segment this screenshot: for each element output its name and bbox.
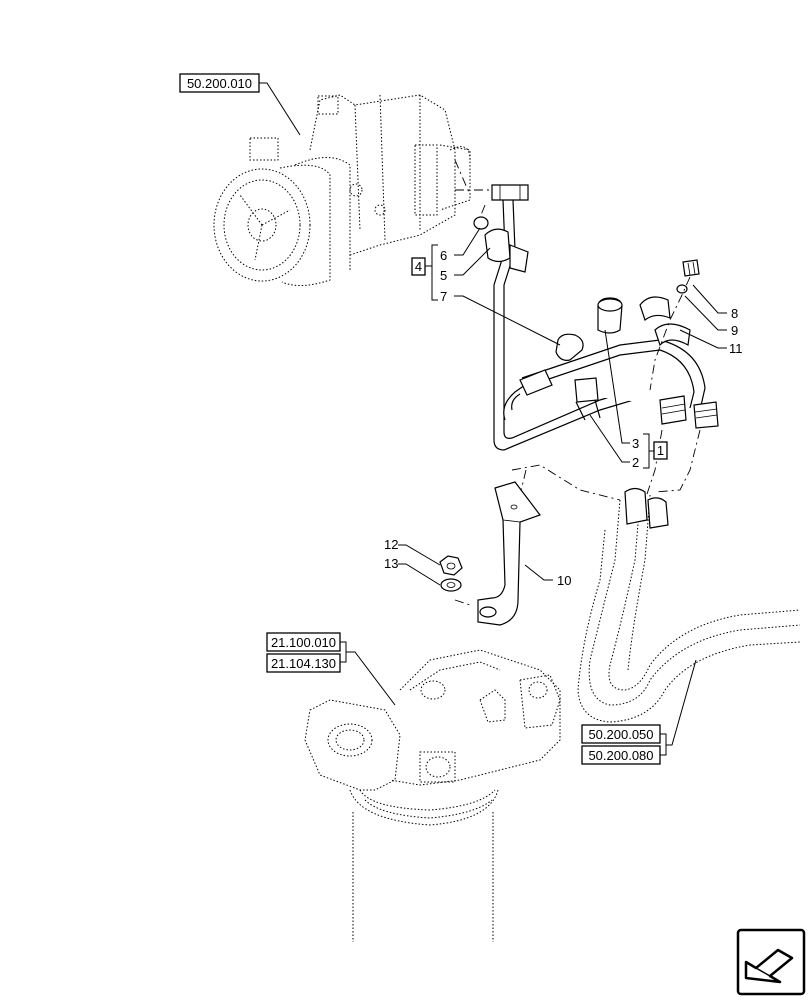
compressor-illustration bbox=[213, 94, 471, 286]
callout-11: 11 bbox=[729, 341, 743, 356]
callout-13: 13 bbox=[384, 556, 398, 571]
callout-9: 9 bbox=[731, 323, 738, 338]
filter-housing-illustration bbox=[304, 649, 561, 942]
ac-pipe-assembly bbox=[473, 184, 719, 451]
callout-6: 6 bbox=[440, 248, 447, 263]
ref-hose-b[interactable]: 50.200.080 bbox=[581, 745, 661, 765]
ref-compressor[interactable]: 50.200.010 bbox=[179, 73, 260, 93]
next-page-arrow-icon[interactable] bbox=[736, 928, 806, 996]
kit-1-label: 1 bbox=[657, 443, 664, 458]
leader-lines bbox=[259, 82, 727, 756]
ref-group-a-label: 21.100.010 bbox=[271, 635, 336, 650]
callout-3: 3 bbox=[632, 436, 639, 451]
kit-1-box: 1 bbox=[653, 441, 668, 460]
callout-5: 5 bbox=[440, 268, 447, 283]
ref-hose-a-label: 50.200.050 bbox=[588, 727, 653, 742]
ref-group-b-label: 21.104.130 bbox=[271, 656, 336, 671]
callout-12: 12 bbox=[384, 537, 398, 552]
kit-4-box: 4 bbox=[411, 257, 426, 276]
ref-group-a[interactable]: 21.100.010 bbox=[266, 632, 341, 652]
hose-illustration bbox=[577, 487, 801, 723]
nut-washer bbox=[439, 555, 463, 592]
callout-2: 2 bbox=[632, 455, 639, 470]
callout-7: 7 bbox=[440, 289, 447, 304]
ref-compressor-label: 50.200.010 bbox=[187, 76, 252, 91]
callout-10: 10 bbox=[557, 573, 571, 588]
bracket-illustration bbox=[477, 481, 541, 626]
ref-group-b[interactable]: 21.104.130 bbox=[266, 653, 341, 673]
kit-4-label: 4 bbox=[415, 259, 422, 274]
callout-8: 8 bbox=[731, 306, 738, 321]
ref-hose-a[interactable]: 50.200.050 bbox=[581, 724, 661, 744]
ref-hose-b-label: 50.200.080 bbox=[588, 748, 653, 763]
